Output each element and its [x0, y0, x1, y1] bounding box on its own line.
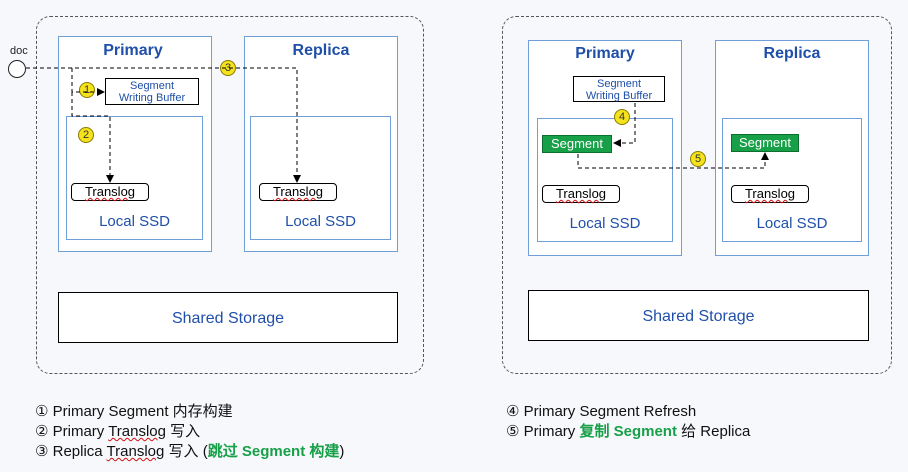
legend-right: ④ Primary Segment Refresh ⑤ Primary 复制 S…	[506, 402, 896, 442]
right-badge-5: 5	[690, 151, 706, 167]
left-primary-translog: Translog	[71, 183, 149, 201]
left-segment-writing-buffer: Segment Writing Buffer	[105, 78, 199, 105]
right-primary-translog: Translog	[542, 185, 620, 203]
right-primary-local-ssd: Local SSD	[569, 215, 641, 232]
right-cluster-frame	[502, 16, 892, 374]
right-primary-segment: Segment	[542, 135, 612, 153]
left-badge-2: 2	[78, 127, 94, 143]
right-shared-storage: Shared Storage	[528, 290, 869, 341]
left-swb-line2: Writing Buffer	[118, 92, 186, 104]
right-replica-translog: Translog	[731, 185, 809, 203]
left-swb-line1: Segment	[129, 80, 175, 92]
left-replica-translog: Translog	[259, 183, 337, 201]
arrow-segment-to-replica	[577, 152, 769, 169]
left-primary-title: Primary	[103, 42, 163, 59]
legend-item-2: ② Primary Translog 写入	[35, 423, 201, 440]
arrow-doc-to-segment-buffer	[71, 68, 105, 96]
doc-label: doc	[10, 45, 28, 57]
legend-item-5: ⑤ Primary 复制 Segment 给 Replica	[506, 423, 751, 440]
arrow-buffer-to-segment	[613, 103, 636, 147]
arrow-doc-to-replica-translog	[26, 67, 301, 183]
right-segment-writing-buffer: Segment Writing Buffer	[573, 76, 665, 102]
legend-item-1: ① Primary Segment 内存构建	[35, 403, 233, 420]
left-badge-1: 1	[79, 82, 95, 98]
left-badge-3: 3	[220, 60, 236, 76]
doc-circle	[8, 60, 26, 78]
right-primary-title: Primary	[575, 45, 635, 62]
right-replica-segment: Segment	[731, 134, 799, 152]
legend-item-3: ③ Replica Translog 写入 (跳过 Segment 构建)	[35, 443, 345, 460]
right-shared-storage-label: Shared Storage	[642, 308, 755, 325]
left-shared-storage-label: Shared Storage	[171, 310, 285, 327]
legend-item-4: ④ Primary Segment Refresh	[506, 403, 697, 420]
right-badge-4: 4	[614, 109, 630, 125]
left-cluster-frame	[36, 16, 424, 374]
legend-left: ① Primary Segment 内存构建 ② Primary Translo…	[35, 402, 455, 462]
right-swb-line1: Segment	[596, 78, 642, 90]
left-replica-title: Replica	[292, 42, 350, 59]
left-shared-storage: Shared Storage	[58, 292, 398, 343]
left-replica-ssd-box	[250, 116, 391, 240]
arrow-doc-to-primary-translog	[71, 92, 114, 183]
right-swb-line2: Writing Buffer	[585, 90, 653, 102]
left-primary-local-ssd: Local SSD	[99, 213, 170, 230]
right-replica-title: Replica	[763, 45, 821, 62]
left-replica-local-ssd: Local SSD	[285, 213, 356, 230]
right-replica-local-ssd: Local SSD	[756, 215, 828, 232]
